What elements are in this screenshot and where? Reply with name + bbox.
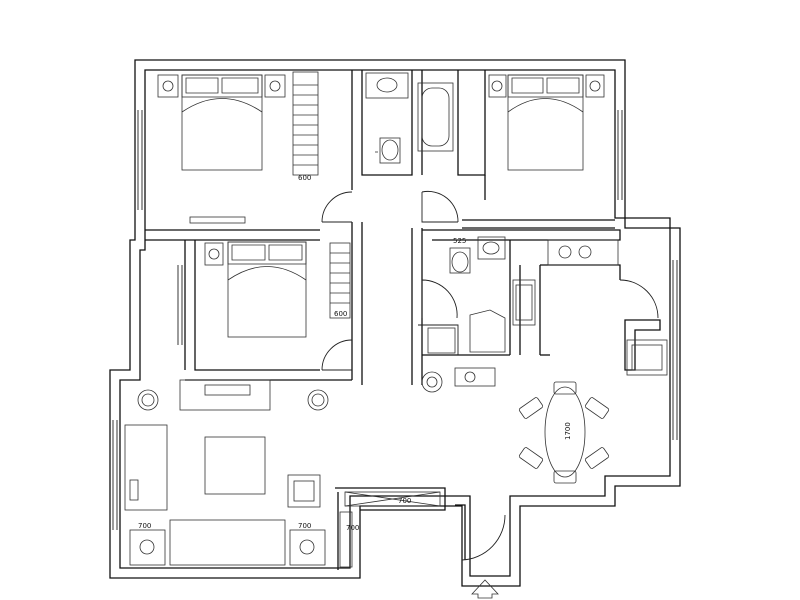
shower: [469, 309, 506, 353]
sink-top: [365, 72, 409, 99]
entrance-arrow-icon: [471, 579, 499, 599]
balcony-rail: [344, 491, 441, 507]
kitchen: [547, 239, 668, 376]
sofa-left: [124, 424, 168, 511]
doors: [321, 190, 659, 561]
vanity-label: 525: [453, 237, 466, 245]
dining: 1700: [421, 367, 610, 484]
toilet-top: [379, 137, 401, 164]
sideboard: [454, 367, 496, 387]
bathroom-top: [365, 72, 454, 164]
washer: [427, 327, 456, 354]
chair-6: [584, 447, 610, 469]
chair-2: [553, 470, 577, 484]
bedroom-1: 600: [157, 71, 319, 224]
dining-table: [544, 386, 586, 478]
counter-kitchen-left: [512, 279, 536, 326]
wardrobe-1: [292, 71, 319, 176]
bathroom-2: 525: [427, 236, 536, 354]
bathtub: [417, 82, 454, 152]
windows: [112, 110, 678, 530]
fridge: [626, 339, 668, 376]
side-table-right-label: 700: [298, 522, 311, 530]
dining-table-label: 1700: [564, 422, 572, 440]
balcony-left-label: 700: [346, 524, 359, 532]
sofa-main: [169, 519, 286, 566]
living-room: 700 700: [124, 379, 329, 566]
wardrobe-2: [329, 242, 351, 319]
toilet-2: [449, 247, 471, 274]
side-table-left-label: 700: [138, 522, 151, 530]
desk-1: [189, 216, 246, 224]
chair-4: [518, 447, 544, 469]
plant-right: [307, 389, 329, 411]
sink-2: [477, 236, 506, 260]
plant-icon: [421, 371, 443, 393]
chair-1: [553, 381, 577, 395]
bedroom-3: 600: [204, 241, 351, 338]
bed-2: [507, 74, 584, 171]
side-table-left: [129, 529, 166, 566]
nightstand-2: [264, 74, 286, 98]
wardrobe-top-label: 600: [298, 174, 311, 182]
side-table-right: [289, 529, 326, 566]
nightstand-4: [585, 74, 605, 98]
nightstand-5: [204, 242, 224, 266]
tv-cabinet: [179, 379, 271, 411]
wardrobe-mid-label: 600: [334, 310, 347, 318]
coffee-table: [204, 436, 266, 495]
stove: [547, 239, 619, 266]
bedroom-2: [488, 74, 605, 171]
entrance: [471, 579, 499, 599]
bed-3: [227, 241, 307, 338]
outer-walls: [109, 59, 681, 587]
balcony: 700 700: [339, 491, 441, 568]
nightstand-1: [157, 74, 179, 98]
nightstand-3: [488, 74, 507, 98]
balcony-label: 700: [398, 497, 411, 505]
armchair: [287, 474, 321, 508]
chair-3: [518, 397, 544, 419]
chair-5: [584, 397, 610, 419]
plant-left: [137, 389, 159, 411]
